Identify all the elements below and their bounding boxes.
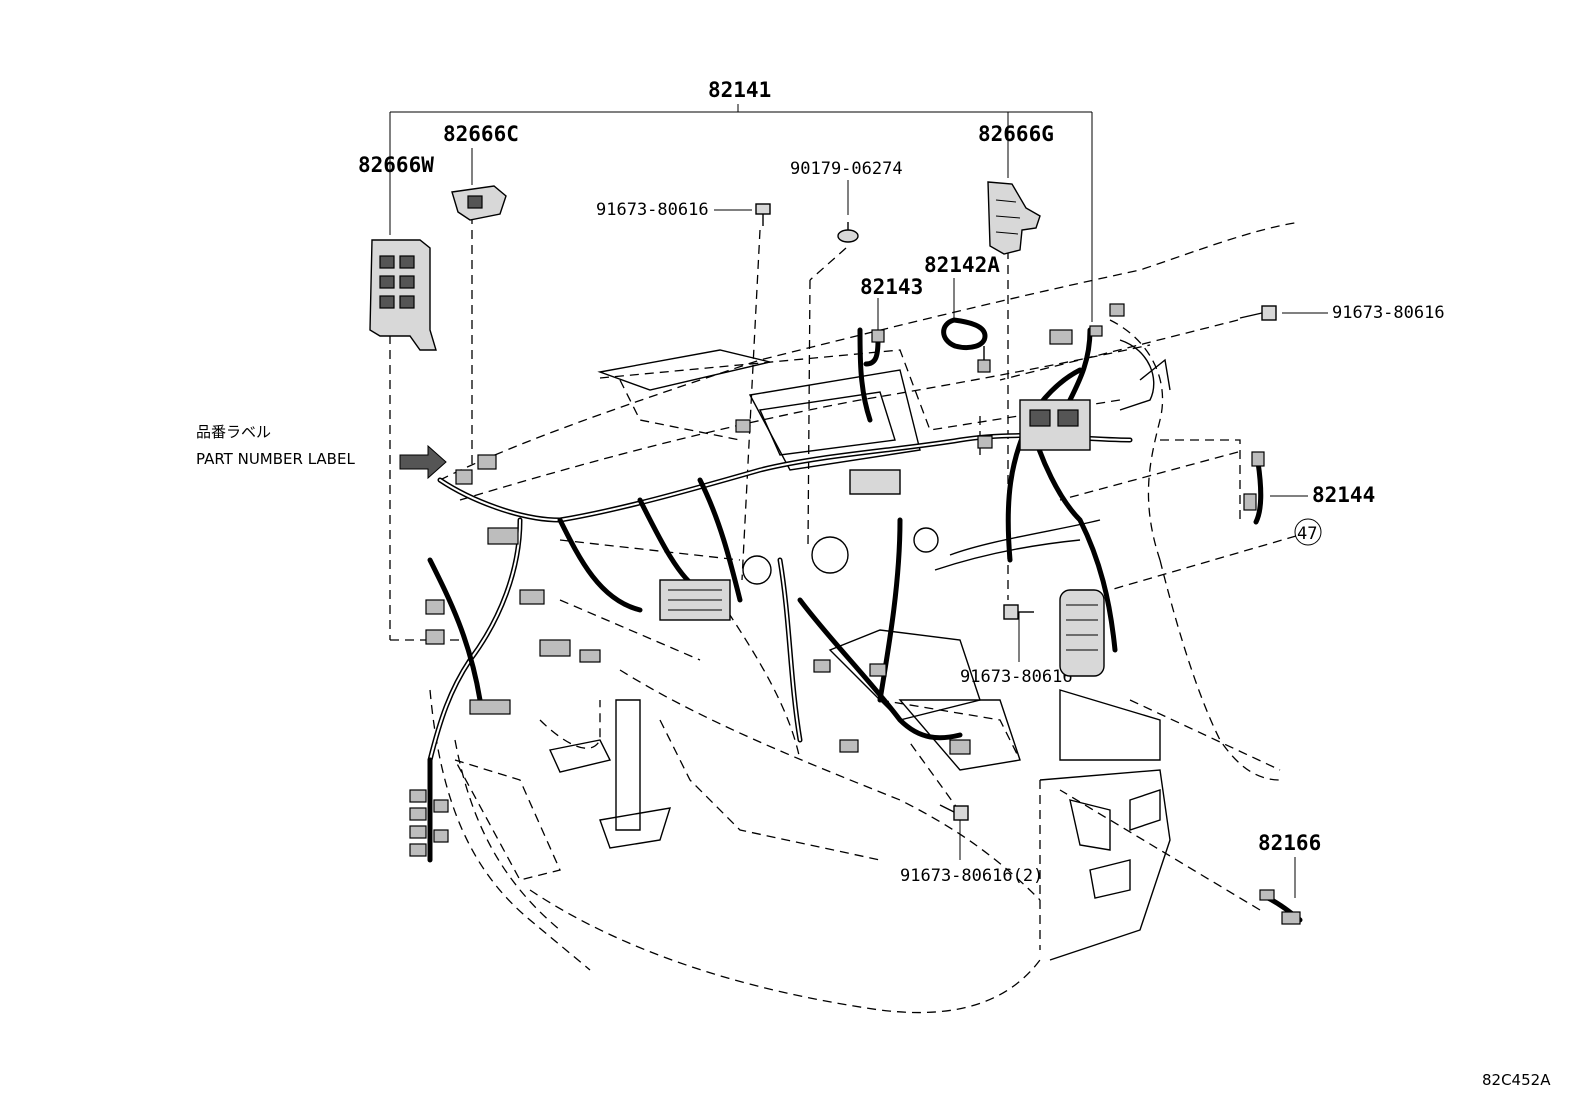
label-82142a: 82142A	[924, 253, 1000, 277]
bracket-82666c	[451, 185, 507, 221]
left-connector-cluster	[409, 454, 601, 857]
label-bolt-top-left: 91673-80616	[596, 200, 709, 220]
dashboard-solid-parts	[548, 339, 1171, 961]
label-bolt-lower: 91673-80616(2)	[900, 866, 1043, 886]
clip-90179-06274	[837, 222, 859, 243]
label-82144: 82144	[1312, 483, 1375, 507]
wire-82142a	[941, 317, 991, 373]
bolt-lower	[939, 804, 969, 821]
upper-right-connectors	[1049, 303, 1125, 345]
label-90179-06274: 90179-06274	[790, 159, 903, 179]
label-bolt-top-right: 91673-80616	[1332, 303, 1445, 323]
bolt-center	[1003, 604, 1034, 620]
bolt-top-right	[1239, 305, 1277, 321]
part-number-label-arrow	[399, 444, 447, 480]
wire-82144	[1243, 451, 1265, 525]
label-82666c: 82666C	[443, 122, 519, 146]
label-82143: 82143	[860, 275, 923, 299]
label-82666g: 82666G	[978, 122, 1054, 146]
wire-82166	[1259, 889, 1303, 925]
label-82666w: 82666W	[358, 153, 434, 177]
label-82141: 82141	[708, 78, 771, 102]
diagram-code: 82C452A	[1482, 1071, 1551, 1089]
label-part-number-en: PART NUMBER LABEL	[196, 450, 355, 468]
leader-lines	[714, 180, 1328, 898]
ref-circle-47: 47	[1294, 518, 1322, 546]
dashboard-outline	[429, 221, 1301, 1014]
junction-block-82666w	[369, 239, 437, 351]
label-82166: 82166	[1258, 831, 1321, 855]
label-part-number-jp: 品番ラベル	[196, 423, 271, 441]
center-connector-blocks	[659, 399, 1105, 755]
bolt-top-left	[755, 203, 771, 226]
wire-82143	[863, 329, 885, 367]
label-bolt-center: 91673-80616	[960, 667, 1073, 687]
bracket-82666g	[987, 181, 1041, 255]
ref-circle-47-text: 47	[1297, 524, 1317, 544]
main-harness-bracket	[389, 104, 1093, 322]
